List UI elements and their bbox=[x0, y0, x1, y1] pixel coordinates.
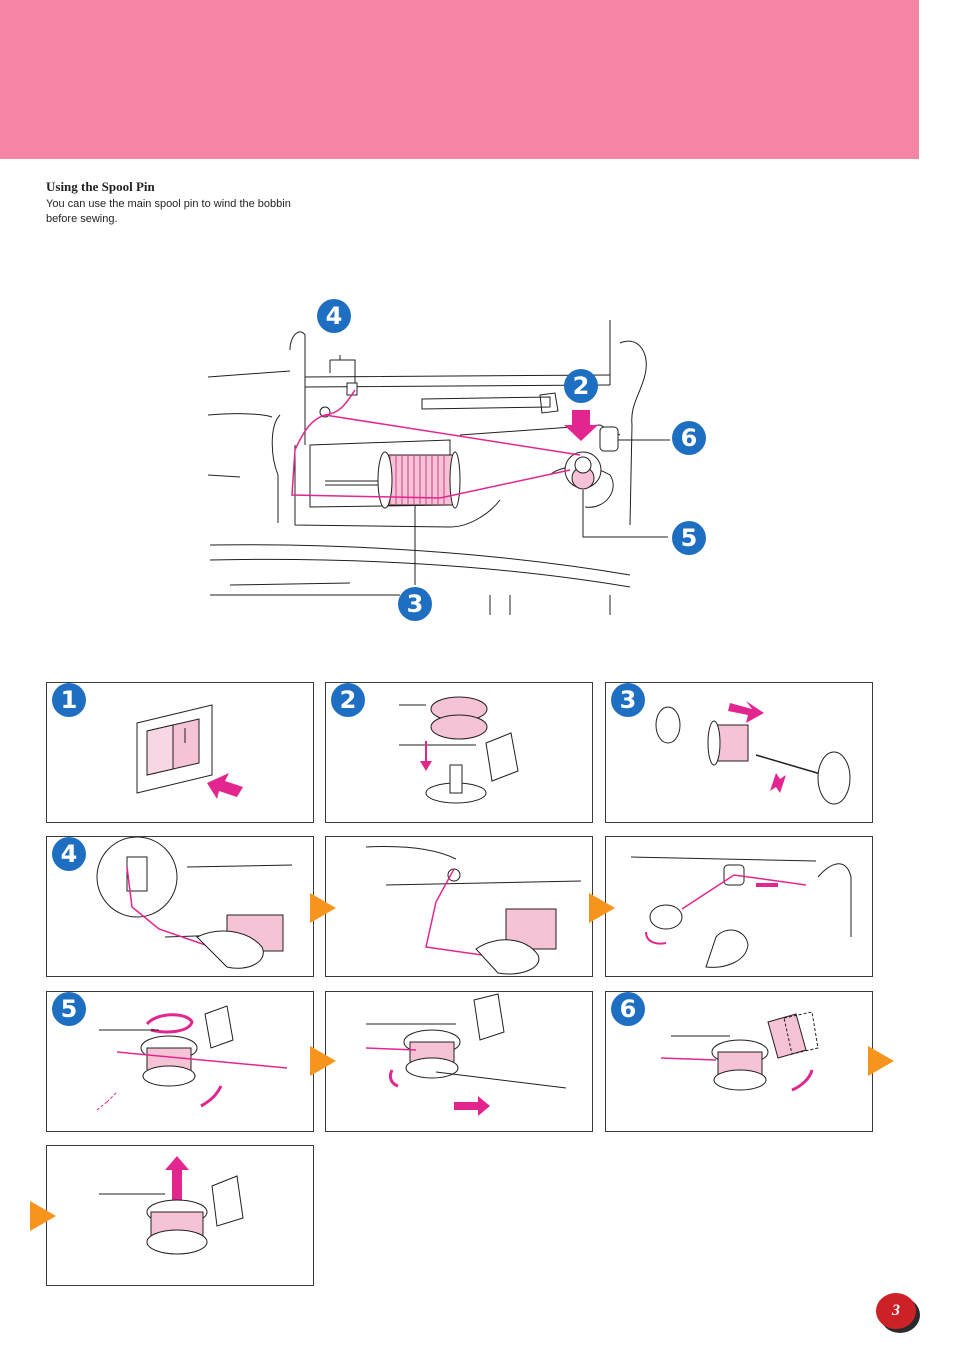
spool-on-pin-illustration bbox=[655, 701, 851, 805]
step-badge-2: 2 bbox=[331, 683, 365, 717]
start-winding-illustration bbox=[96, 1005, 288, 1111]
flow-arrow bbox=[868, 1046, 894, 1076]
step-panel-thread-pretension bbox=[325, 836, 593, 977]
flow-arrow bbox=[310, 1046, 336, 1076]
header-band bbox=[0, 0, 919, 159]
wind-to-bobbin-illustration bbox=[630, 856, 852, 968]
callout-badge-3: 3 bbox=[398, 587, 432, 621]
remove-bobbin-illustration bbox=[99, 1156, 244, 1255]
page-number: 3 bbox=[876, 1293, 916, 1329]
thread-guide-illustration bbox=[96, 837, 293, 969]
thread-pretension-illustration bbox=[365, 846, 582, 975]
stop-winding-illustration bbox=[660, 1011, 819, 1092]
flow-arrow bbox=[30, 1201, 56, 1231]
flow-arrow bbox=[310, 893, 336, 923]
step-badge-4: 4 bbox=[52, 837, 86, 871]
step-panel-winding-bobbin bbox=[325, 991, 593, 1132]
power-switch-illustration bbox=[136, 704, 243, 799]
section-description: You can use the main spool pin to wind t… bbox=[46, 198, 291, 225]
step-badge-1: 1 bbox=[52, 683, 86, 717]
callout-badge-5: 5 bbox=[672, 521, 706, 555]
callout-badge-4: 4 bbox=[317, 299, 351, 333]
flow-arrow bbox=[589, 893, 615, 923]
step-badge-5: 5 bbox=[52, 992, 86, 1026]
step-badge-3: 3 bbox=[611, 683, 645, 717]
step-panel-spool-on-pin: 3 bbox=[605, 682, 873, 823]
winding-bobbin-illustration bbox=[365, 993, 567, 1116]
step-panel-place-bobbin: 2 bbox=[325, 682, 593, 823]
step-panel-remove-bobbin bbox=[46, 1145, 314, 1286]
bobbin-placement-illustration bbox=[399, 696, 519, 804]
step-panel-start-winding: 5 bbox=[46, 991, 314, 1132]
step-panel-power-switch: 1 bbox=[46, 682, 314, 823]
section-title: Using the Spool Pin bbox=[46, 179, 155, 194]
step-panel-wind-to-bobbin bbox=[605, 836, 873, 977]
step-panel-stop-winding: 6 bbox=[605, 991, 873, 1132]
spool-pin-diagram: 4 2 6 5 3 bbox=[200, 295, 720, 630]
machine-top-illustration bbox=[207, 320, 670, 615]
step-panel-thread-guide: 4 bbox=[46, 836, 314, 977]
callout-badge-6: 6 bbox=[672, 421, 706, 455]
callout-badge-2: 2 bbox=[564, 369, 598, 403]
step-badge-6: 6 bbox=[611, 992, 645, 1026]
